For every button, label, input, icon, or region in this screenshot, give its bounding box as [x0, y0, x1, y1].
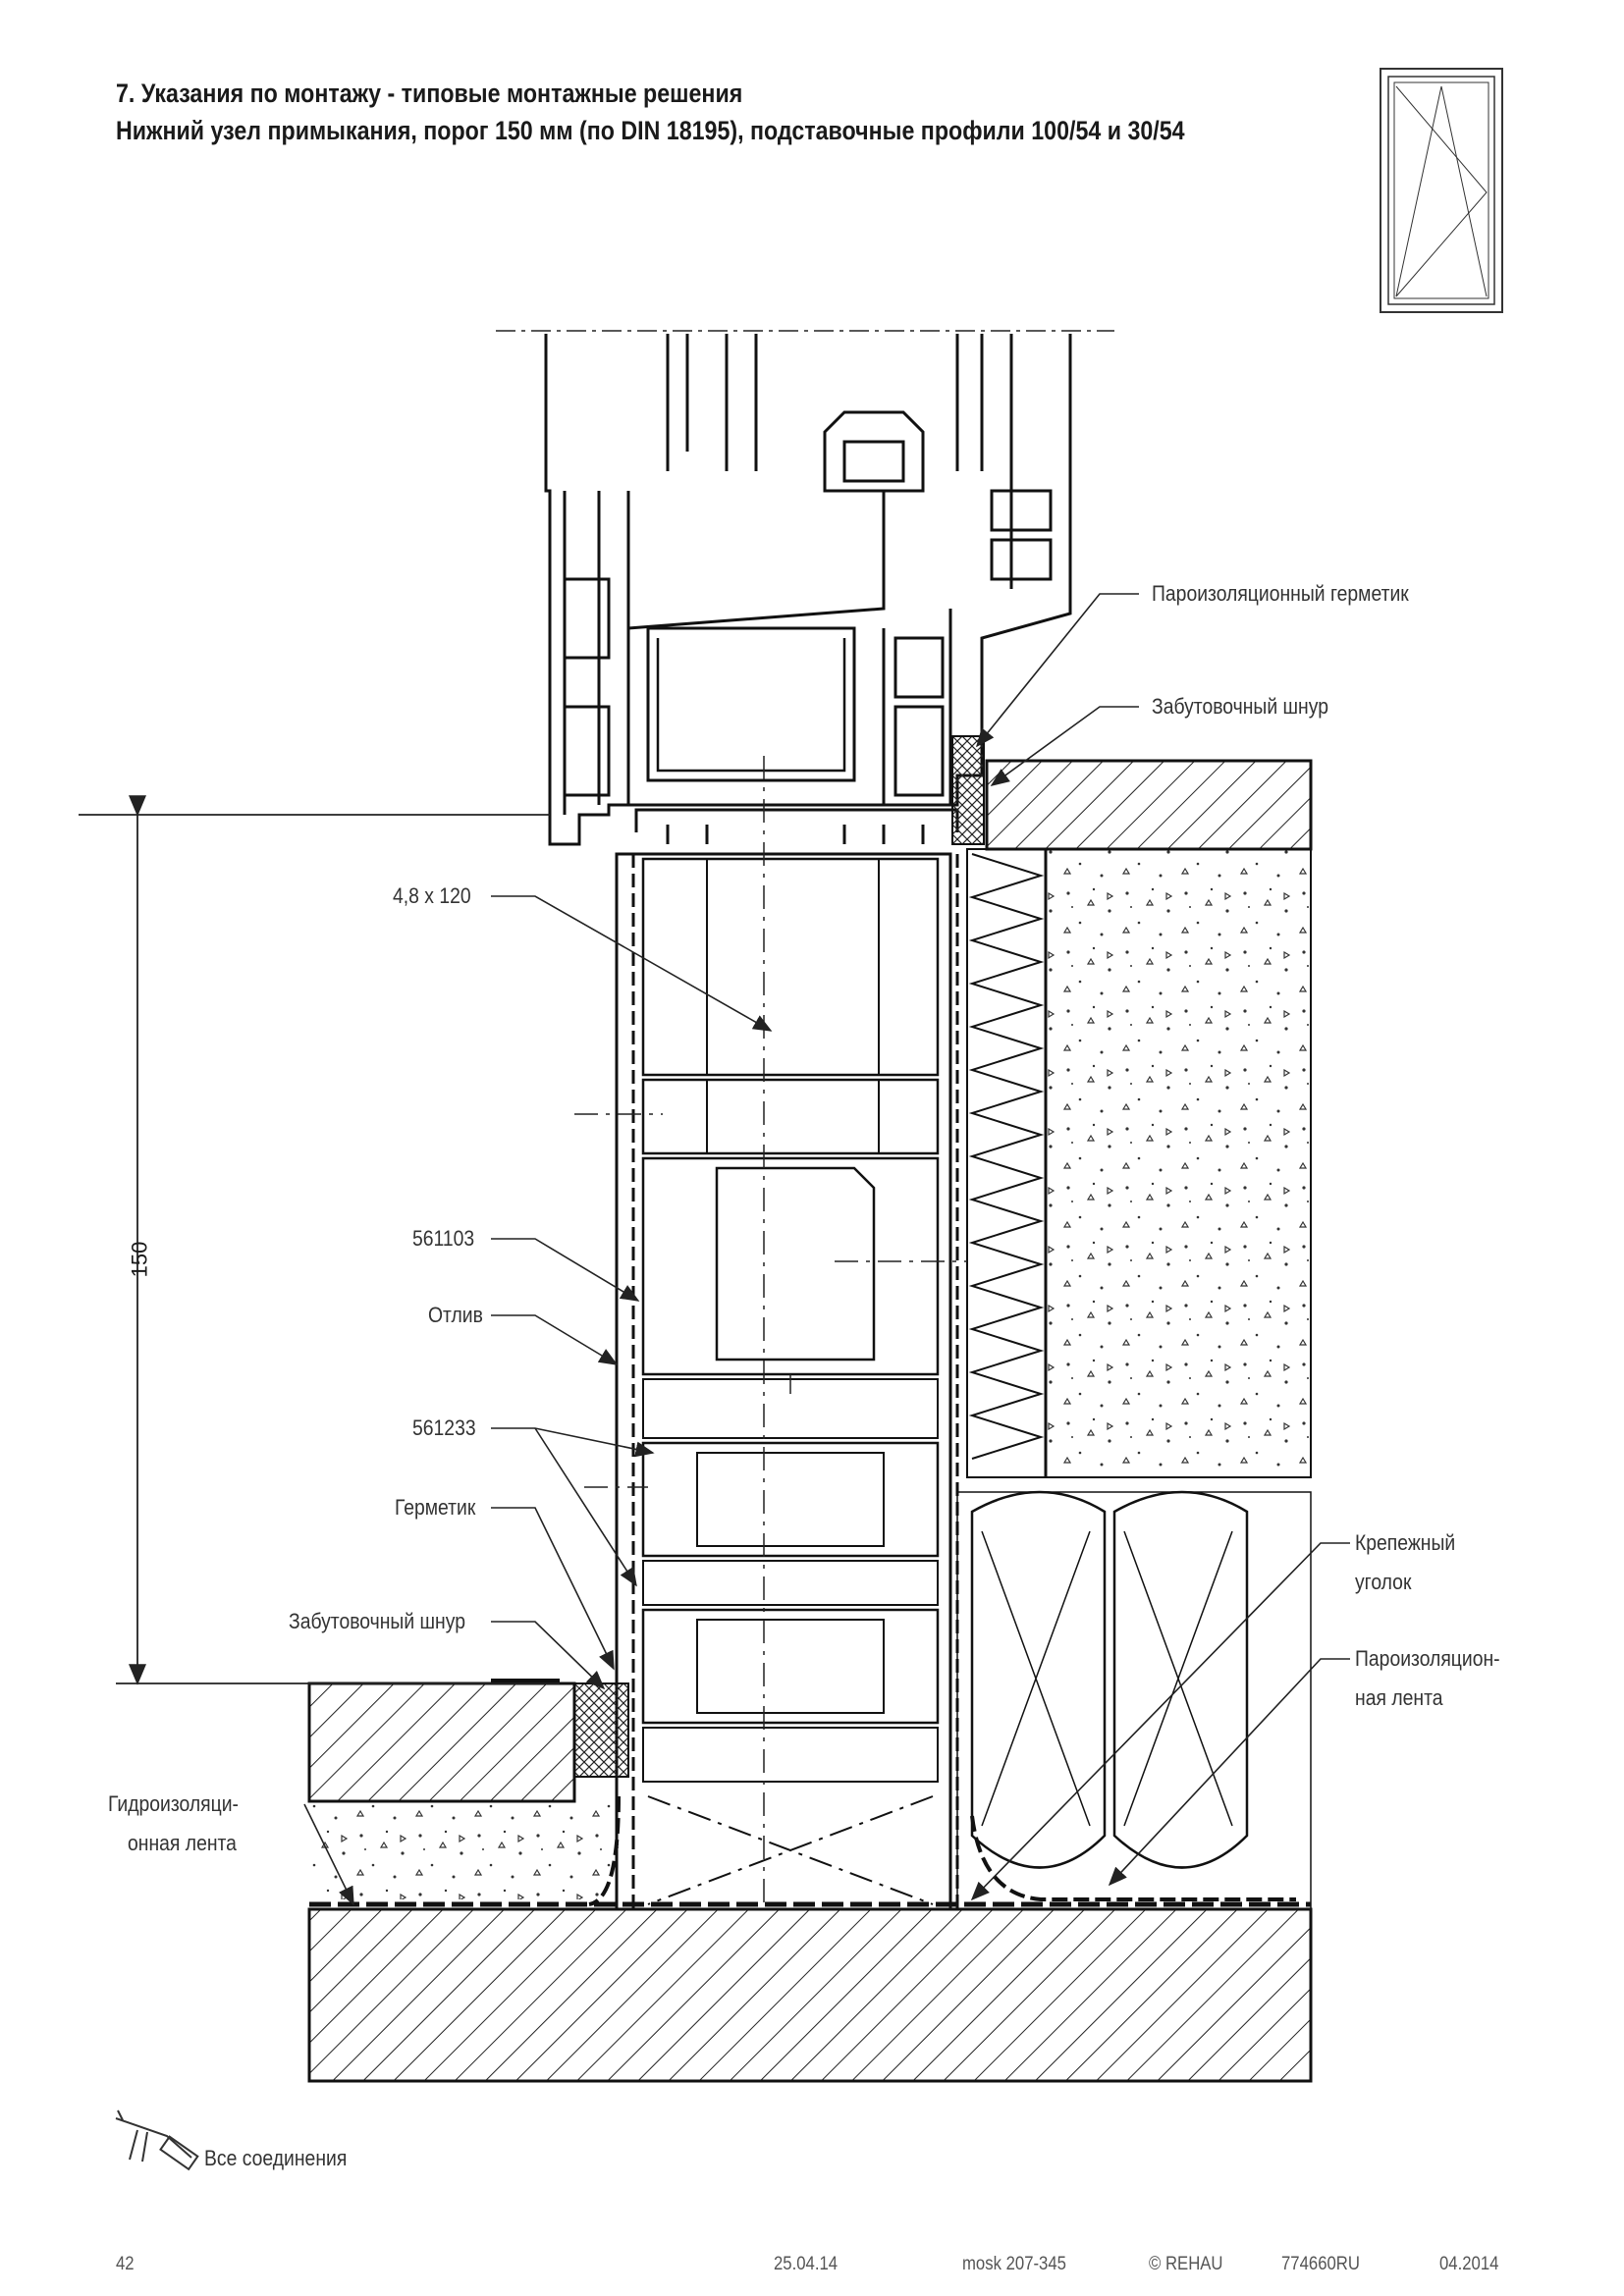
window-frame-profile	[544, 334, 1072, 846]
label-waterproof-tape-1: Гидроизоляци-	[108, 1791, 239, 1816]
label-vapor-sealant: Пароизоляционный герметик	[1152, 581, 1409, 606]
sub-sill-profile	[615, 852, 959, 1911]
sealant-gun-icon	[115, 2109, 199, 2171]
page-title: 7. Указания по монтажу - типовые монтажн…	[116, 79, 743, 108]
wall-block-lower	[307, 1682, 576, 1803]
label-backing-cord-bottom: Забутовочный шнур	[289, 1609, 465, 1633]
footer-page: 42	[116, 2254, 135, 2274]
footer-brand: © REHAU	[1149, 2254, 1223, 2274]
label-mounting-bracket-2: уголок	[1355, 1570, 1412, 1594]
label-vapor-tape-2: ная лента	[1355, 1685, 1443, 1710]
dimension-150	[79, 795, 560, 1685]
label-sill: Отлив	[428, 1303, 483, 1327]
label-waterproof-tape-2: онная лента	[128, 1831, 237, 1855]
footer-edition: 04.2014	[1439, 2254, 1499, 2274]
backing-cord-top	[951, 735, 985, 845]
label-561103: 561103	[412, 1226, 475, 1251]
label-mounting-bracket-1: Крепежный	[1355, 1530, 1456, 1555]
window-thumbnail-icon	[1380, 68, 1503, 313]
concrete-lower	[309, 1801, 619, 1899]
footer-code: mosk 207-345	[962, 2254, 1066, 2274]
wall-block-upper	[985, 759, 1313, 851]
leader-lines	[303, 593, 1350, 1906]
footer-date: 25.04.14	[774, 2254, 839, 2274]
label-screw: 4,8 x 120	[393, 883, 471, 908]
backing-cord-bottom	[573, 1682, 629, 1778]
concrete-upper	[1045, 848, 1312, 1478]
label-561233: 561233	[412, 1415, 476, 1440]
label-vapor-tape-1: Пароизоляцион-	[1355, 1646, 1500, 1671]
page-subtitle: Нижний узел примыкания, порог 150 мм (по…	[116, 116, 1185, 145]
floor-slab	[307, 1907, 1313, 2083]
label-backing-cord-top: Забутовочный шнур	[1152, 694, 1328, 719]
dimension-label: 150	[127, 1241, 152, 1278]
insulation-rolls	[956, 1490, 1312, 1910]
footer-doc: 774660RU	[1281, 2254, 1360, 2274]
legend-text: Все соединения	[204, 2146, 348, 2170]
insulation-zigzag	[966, 848, 1047, 1478]
label-sealant: Герметик	[395, 1495, 476, 1520]
